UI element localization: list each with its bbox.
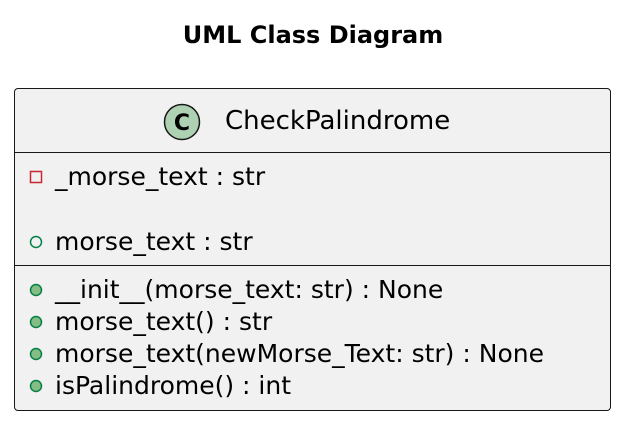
class-box[interactable]: C CheckPalindrome _morse_text : str mors…: [14, 88, 611, 411]
public-method-icon: [29, 347, 43, 361]
class-header: C CheckPalindrome: [15, 89, 610, 153]
field-text: _morse_text : str: [55, 162, 266, 191]
public-method-icon: [29, 283, 43, 297]
method-row: isPalindrome() : int: [15, 370, 610, 402]
public-method-icon: [29, 379, 43, 393]
field-text: morse_text : str: [55, 227, 253, 256]
fields-section: _morse_text : str morse_text : str: [15, 153, 610, 266]
class-name: CheckPalindrome: [225, 106, 451, 136]
public-method-icon: [29, 315, 43, 329]
method-row: __init__(morse_text: str) : None: [15, 274, 610, 306]
private-visibility-icon: [29, 170, 43, 184]
method-text: morse_text() : str: [55, 307, 273, 336]
stereotype-letter: C: [174, 111, 190, 136]
public-visibility-icon: [29, 235, 43, 249]
class-stereotype-icon: C: [163, 103, 201, 141]
diagram-title: UML Class Diagram: [182, 21, 444, 49]
method-text: isPalindrome() : int: [55, 371, 292, 400]
field-row: _morse_text : str: [15, 161, 610, 193]
method-row: morse_text(newMorse_Text: str) : None: [15, 338, 610, 370]
method-row: morse_text() : str: [15, 306, 610, 338]
method-text: __init__(morse_text: str) : None: [55, 275, 444, 304]
field-row: morse_text : str: [15, 226, 610, 258]
method-text: morse_text(newMorse_Text: str) : None: [55, 339, 544, 368]
methods-section: __init__(morse_text: str) : None morse_t…: [15, 266, 610, 411]
